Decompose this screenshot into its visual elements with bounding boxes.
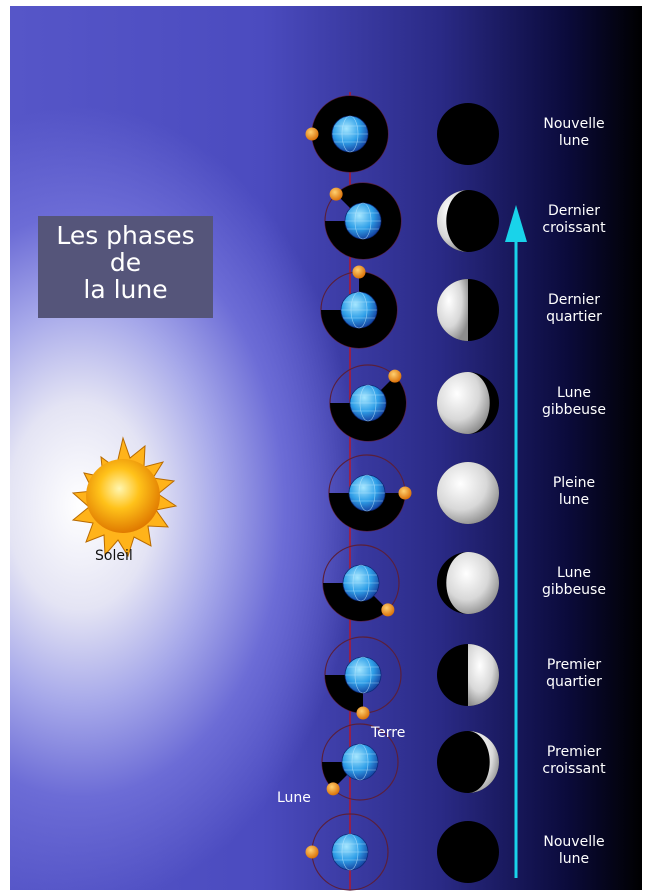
title-box: Les phases de la lune [38,216,213,318]
title-line-2: de [109,248,142,277]
orbiting-moon-icon [326,782,340,796]
earth-grid [332,115,368,153]
phase-row-7 [324,636,499,720]
phase-row-2 [324,182,499,260]
phase-label-line-2: croissant [542,761,606,777]
phase-label-line-2: croissant [542,220,606,236]
orbiting-moon-icon [398,486,412,500]
phase-row-9 [305,813,499,891]
moon-phase-disc-7 [437,644,499,706]
moon-phase-disc-2 [437,190,499,252]
orbiting-moon-icon [329,187,343,201]
moon-phase-disc-9 [437,821,499,883]
earth-grid [345,202,381,240]
orbiting-moon-icon [352,265,366,279]
earth-grid [350,384,386,422]
phase-row-6 [322,544,499,622]
phase-row-3 [320,265,499,349]
phase-label-line-2: gibbeuse [542,402,606,418]
phase-row-1 [305,95,499,173]
orbiting-moon-icon [305,845,319,859]
phase-row-8 [321,723,499,801]
phase-label-line-1: Premier [546,657,602,673]
earth-grid [342,743,378,781]
orbit-shadow [323,583,388,621]
sun-label: Soleil [95,548,133,564]
earth-grid [341,291,377,329]
moon-phase-disc-1 [437,103,499,165]
title-line-3: la lune [83,275,168,304]
earth-label: Terre [371,725,406,741]
orbiting-moon-icon [305,127,319,141]
moon-phase-disc-6 [437,552,499,614]
phase-label-line-2: lune [558,851,590,867]
phase-label-line-2: quartier [546,674,602,690]
phase-row-4 [329,364,499,442]
moon-label: Lune [277,790,311,806]
earth-grid [349,474,385,512]
orbiting-moon-icon [381,603,395,617]
phase-label-line-1: Nouvelle [543,834,605,850]
orbit-shadow [329,493,405,531]
earth-grid [345,656,381,694]
title-line-1: Les phases [56,221,195,250]
phase-label-line-2: gibbeuse [542,582,606,598]
phase-label-line-2: quartier [546,309,602,325]
orbiting-moon-icon [388,369,402,383]
moon-phase-disc-8 [437,731,499,793]
phase-label-line-1: Pleine [552,475,596,491]
phase-label-line-2: lune [558,133,590,149]
phase-label-line-1: Nouvelle [543,116,605,132]
phase-label-line-2: lune [558,492,590,508]
earth-grid [343,564,379,602]
phase-label-line-1: Lune [557,565,591,581]
orbiting-moon-icon [356,706,370,720]
moon-phase-disc-5 [437,462,499,524]
phase-label-line-1: Lune [557,385,591,401]
moon-phase-disc-4 [437,372,499,434]
moon-phase-disc-3 [437,279,499,341]
phase-label-line-1: Dernier [547,203,601,219]
time-direction-arrow [505,205,527,878]
sun-icon [71,436,178,558]
phase-label-line-1: Dernier [547,292,601,308]
earth-grid [332,833,368,871]
phase-row-5 [328,454,499,532]
phase-label-line-1: Premier [546,744,602,760]
